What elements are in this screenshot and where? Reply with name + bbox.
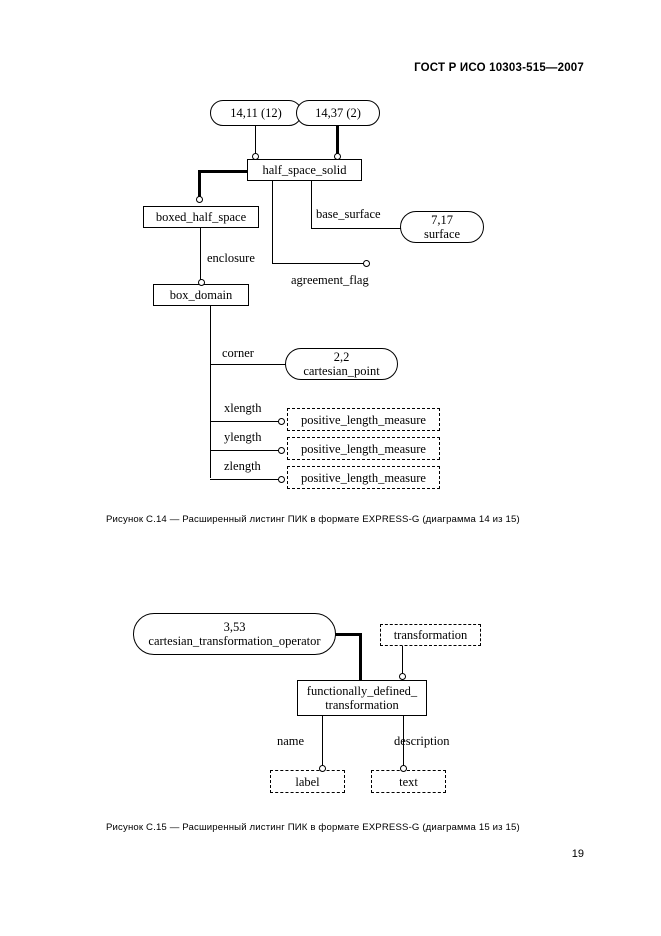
node-transformation[interactable]: transformation bbox=[380, 624, 481, 646]
figure-c14-diagram: 14,11 (12) 14,37 (2) half_space_solid bo… bbox=[143, 100, 484, 489]
supertype-line-hss-vertical bbox=[198, 170, 201, 199]
attr-line-xlength bbox=[210, 421, 280, 423]
node-functionally-defined-transformation[interactable]: functionally_defined_ transformation bbox=[297, 680, 427, 716]
attr-label-zlength: zlength bbox=[224, 459, 261, 473]
connector-circle-agreement-flag bbox=[363, 260, 370, 267]
node-positive-length-measure-y-label: positive_length_measure bbox=[301, 441, 426, 456]
node-positive-length-measure-x-label: positive_length_measure bbox=[301, 412, 426, 427]
attr-label-name: name bbox=[277, 734, 305, 748]
node-half-space-solid-label: half_space_solid bbox=[262, 163, 347, 177]
node-text-label: text bbox=[399, 774, 418, 789]
attr-line-base-surface-horizontal bbox=[311, 228, 403, 230]
supertype-line-cto-horizontal bbox=[332, 633, 362, 636]
attr-line-name bbox=[322, 716, 324, 767]
attr-line-ylength bbox=[210, 450, 280, 452]
node-surface-line1: 7,17 bbox=[431, 212, 453, 227]
node-transformation-label: transformation bbox=[393, 628, 468, 642]
node-boxed-half-space[interactable]: boxed_half_space bbox=[143, 206, 259, 228]
attr-line-enclosure bbox=[200, 228, 202, 281]
connector-circle-xlength bbox=[278, 418, 285, 425]
node-box-domain-label: box_domain bbox=[169, 288, 233, 302]
node-cartesian-transformation-operator[interactable]: 3,53 cartesian_transformation_operator bbox=[133, 613, 336, 655]
attr-line-description bbox=[403, 716, 405, 767]
document-header: ГОСТ Р ИСО 10303-515—2007 bbox=[414, 62, 584, 74]
attr-label-xlength: xlength bbox=[224, 401, 262, 415]
attr-label-ylength: ylength bbox=[224, 430, 262, 444]
connector-line-transformation-to-fdt bbox=[402, 646, 404, 676]
node-ref-14-11[interactable]: 14,11 (12) bbox=[210, 100, 302, 126]
connector-circle-ref-14-37 bbox=[334, 153, 341, 160]
attr-line-agreement-flag-horizontal bbox=[272, 263, 365, 265]
connector-circle-ref-14-11 bbox=[252, 153, 259, 160]
node-ref-14-11-line1: 14,11 (12) bbox=[230, 105, 282, 120]
supertype-line-cto-vertical bbox=[359, 633, 362, 681]
connector-circle-boxed-half-space bbox=[196, 196, 203, 203]
attr-trunk-box-domain bbox=[210, 306, 212, 478]
connector-circle-description bbox=[400, 765, 407, 772]
node-cartesian-point-line2: cartesian_point bbox=[303, 364, 380, 378]
node-ref-14-37[interactable]: 14,37 (2) bbox=[296, 100, 380, 126]
connector-circle-enclosure bbox=[198, 279, 205, 286]
node-surface-line2: surface bbox=[423, 227, 461, 241]
node-positive-length-measure-x[interactable]: positive_length_measure bbox=[287, 408, 440, 431]
node-cartesian-point-line1: 2,2 bbox=[333, 349, 350, 364]
figure-c15-caption: Рисунок С.15 — Расширенный листинг ПИК в… bbox=[106, 822, 520, 833]
node-fdt-line2: transformation bbox=[325, 698, 399, 712]
attr-line-corner bbox=[210, 364, 288, 366]
node-positive-length-measure-z-label: positive_length_measure bbox=[301, 470, 426, 485]
attr-label-agreement-flag: agreement_flag bbox=[291, 273, 369, 287]
supertype-line-hss-horizontal bbox=[198, 170, 250, 173]
node-surface[interactable]: 7,17 surface bbox=[400, 211, 484, 243]
connector-circle-ylength bbox=[278, 447, 285, 454]
connector-ref-14-37-to-hss bbox=[336, 126, 339, 156]
connector-ref-14-11-to-hss bbox=[255, 126, 257, 156]
node-cto-line2: cartesian_transformation_operator bbox=[148, 634, 321, 648]
figure-c14-caption: Рисунок С.14 — Расширенный листинг ПИК в… bbox=[106, 514, 520, 525]
node-text[interactable]: text bbox=[371, 770, 446, 793]
node-positive-length-measure-z[interactable]: positive_length_measure bbox=[287, 466, 440, 489]
attr-label-corner: corner bbox=[222, 346, 254, 360]
node-fdt-line1: functionally_defined_ bbox=[306, 684, 418, 698]
node-positive-length-measure-y[interactable]: positive_length_measure bbox=[287, 437, 440, 460]
page-number: 19 bbox=[571, 848, 584, 860]
attr-label-enclosure: enclosure bbox=[207, 251, 255, 265]
node-ref-14-37-line1: 14,37 (2) bbox=[315, 105, 361, 120]
node-cto-line1: 3,53 bbox=[223, 619, 246, 634]
node-box-domain[interactable]: box_domain bbox=[153, 284, 249, 306]
connector-circle-name bbox=[319, 765, 326, 772]
connector-circle-zlength bbox=[278, 476, 285, 483]
node-label[interactable]: label bbox=[270, 770, 345, 793]
node-boxed-half-space-label: boxed_half_space bbox=[155, 210, 247, 224]
connector-circle-transformation bbox=[399, 673, 406, 680]
node-cartesian-point[interactable]: 2,2 cartesian_point bbox=[285, 348, 398, 380]
attr-line-agreement-flag-vertical bbox=[272, 181, 274, 264]
node-half-space-solid[interactable]: half_space_solid bbox=[247, 159, 362, 181]
attr-label-description: description bbox=[394, 734, 450, 748]
node-label-text: label bbox=[295, 774, 320, 789]
attr-line-zlength bbox=[210, 479, 280, 481]
attr-line-base-surface-vertical bbox=[311, 181, 313, 229]
attr-label-base-surface: base_surface bbox=[316, 207, 381, 221]
